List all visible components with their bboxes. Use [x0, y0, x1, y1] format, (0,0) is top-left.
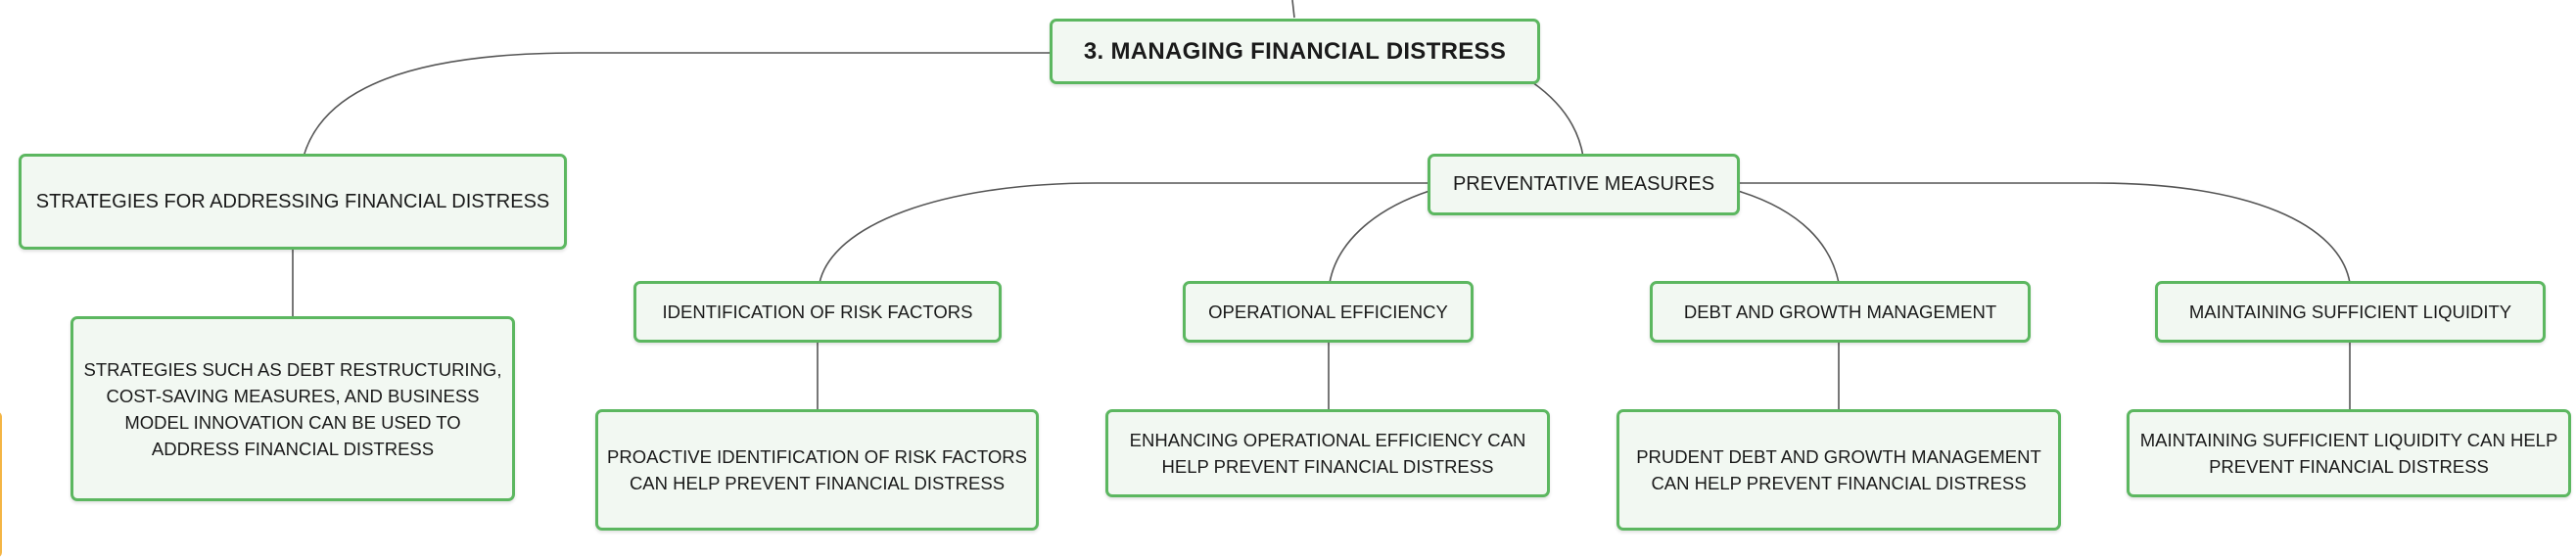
connector-preventative-to-debt	[1737, 190, 1840, 284]
subtopic-efficiency-label: OPERATIONAL EFFICIENCY	[1208, 301, 1448, 322]
topic-preventative-measures[interactable]: PREVENTATIVE MEASURES	[1428, 154, 1740, 215]
detail-debt-growth[interactable]: PRUDENT DEBT AND GROWTH MANAGEMENT CAN H…	[1616, 409, 2061, 531]
detail-risk-text: PROACTIVE IDENTIFICATION OF RISK FACTORS…	[607, 446, 1027, 493]
detail-strategies-text: STRATEGIES SUCH AS DEBT RESTRUCTURING, C…	[83, 358, 502, 459]
connector-preventative-to-efficiency	[1329, 190, 1430, 284]
topic-strategies-label: STRATEGIES FOR ADDRESSING FINANCIAL DIST…	[35, 190, 550, 212]
detail-efficiency-text: ENHANCING OPERATIONAL EFFICIENCY CAN HEL…	[1129, 430, 1526, 477]
subtopic-debt-and-growth-management[interactable]: DEBT AND GROWTH MANAGEMENT	[1650, 281, 2031, 343]
root-topic[interactable]: 3. MANAGING FINANCIAL DISTRESS	[1050, 19, 1540, 84]
subtopic-risk-label: IDENTIFICATION OF RISK FACTORS	[662, 301, 973, 322]
topic-preventative-label: PREVENTATIVE MEASURES	[1452, 173, 1715, 195]
detail-strategies[interactable]: STRATEGIES SUCH AS DEBT RESTRUCTURING, C…	[70, 316, 515, 501]
detail-operational-efficiency[interactable]: ENHANCING OPERATIONAL EFFICIENCY CAN HEL…	[1105, 409, 1550, 497]
subtopic-debt-label: DEBT AND GROWTH MANAGEMENT	[1683, 301, 1997, 322]
connector-root-to-preventative	[1531, 81, 1584, 158]
detail-liquidity[interactable]: MAINTAINING SUFFICIENT LIQUIDITY CAN HEL…	[2127, 409, 2571, 497]
connector-root-to-strategies	[303, 52, 1050, 158]
connector-preventative-to-liquidity	[1738, 182, 2351, 284]
detail-liquidity-text: MAINTAINING SUFFICIENT LIQUIDITY CAN HEL…	[2139, 430, 2558, 477]
subtopic-maintaining-sufficient-liquidity[interactable]: MAINTAINING SUFFICIENT LIQUIDITY	[2155, 281, 2546, 343]
topic-strategies-for-addressing[interactable]: STRATEGIES FOR ADDRESSING FINANCIAL DIST…	[19, 154, 567, 250]
subtopic-liquidity-label: MAINTAINING SUFFICIENT LIQUIDITY	[2188, 301, 2512, 322]
root-topic-label: 3. MANAGING FINANCIAL DISTRESS	[1083, 37, 1507, 65]
subtopic-identification-of-risk-factors[interactable]: IDENTIFICATION OF RISK FACTORS	[633, 281, 1002, 343]
detail-risk-factors[interactable]: PROACTIVE IDENTIFICATION OF RISK FACTORS…	[595, 409, 1039, 531]
subtopic-operational-efficiency[interactable]: OPERATIONAL EFFICIENCY	[1183, 281, 1474, 343]
connector-preventative-to-risk	[819, 182, 1429, 284]
detail-debt-text: PRUDENT DEBT AND GROWTH MANAGEMENT CAN H…	[1636, 446, 2041, 493]
connector-parent-to-root	[1291, 0, 1295, 19]
